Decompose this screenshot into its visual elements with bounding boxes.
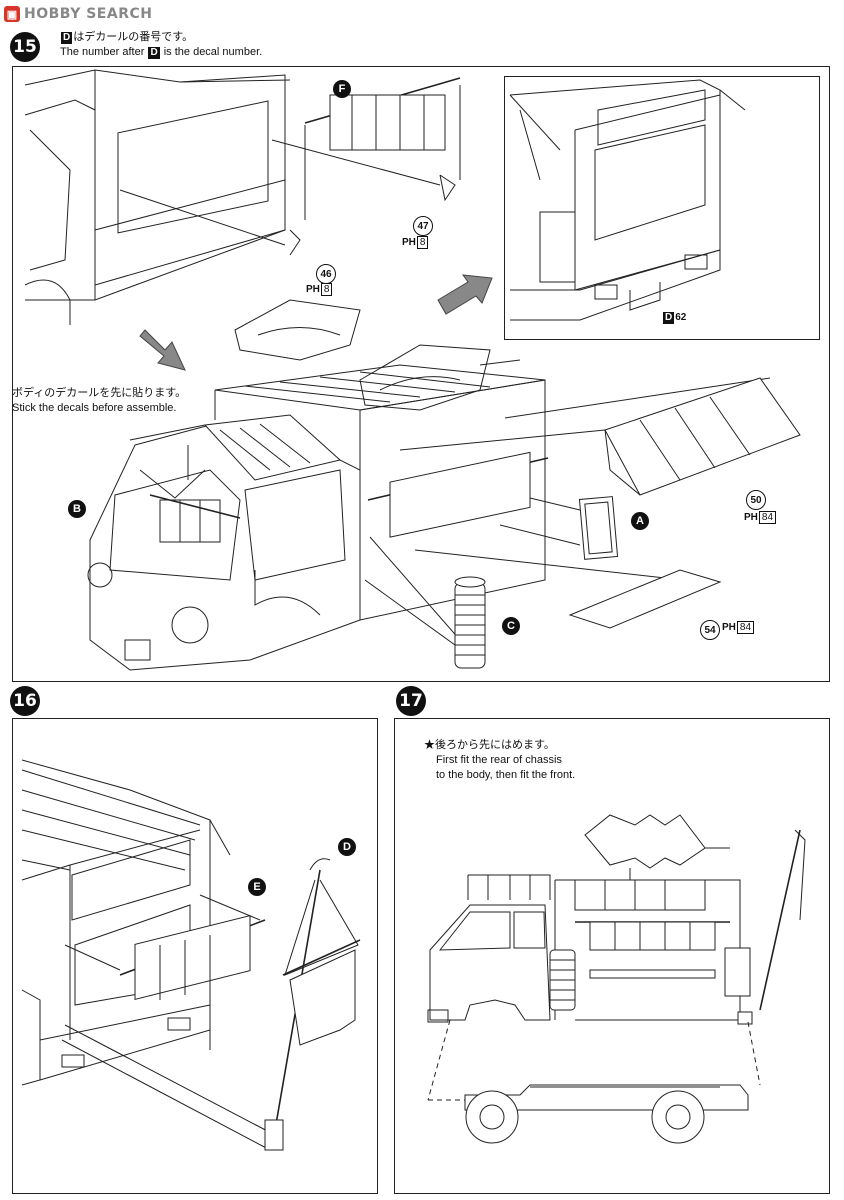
step16-drawing: [21, 759, 361, 1151]
part-a-marker: A: [631, 512, 649, 530]
step-16-number: 16: [10, 686, 40, 716]
part-b-marker: B: [68, 500, 86, 518]
inset-truck-drawing: [509, 79, 746, 321]
part-e-marker: E: [248, 878, 266, 896]
part-54-number: 54: [700, 620, 720, 640]
step-17-number: 17: [396, 686, 426, 716]
part-f-marker: F: [333, 80, 351, 98]
arrow-to-inset: [437, 274, 493, 315]
step-15-number: 15: [10, 32, 40, 62]
note-jp: はデカールの番号です。: [73, 31, 194, 43]
step15-van-rear-drawing: [24, 69, 291, 325]
site-logo: HOBBY SEARCH: [24, 6, 153, 22]
arrow-down-left: [139, 329, 186, 371]
part-50-number: 50: [746, 490, 766, 510]
step-17-note: ★後ろから先にはめます。 First fit the rear of chass…: [424, 739, 576, 781]
logo-icon: ▣: [4, 6, 20, 22]
part-46-number: 46: [316, 264, 336, 284]
part-d-marker: D: [338, 838, 356, 856]
step15-hooks: [119, 77, 461, 256]
inset-detail-panel: [504, 76, 820, 340]
step15-main-truck: [87, 299, 801, 671]
step17-drawing: [427, 814, 806, 1144]
body-decal-note: ボディのデカールを先に貼ります。 Stick the decals before…: [12, 387, 187, 414]
part-c-marker: C: [502, 617, 520, 635]
decal-d-box: D: [61, 32, 73, 44]
part-47-number: 47: [413, 216, 433, 236]
site-header: ▣ HOBBY SEARCH: [4, 4, 152, 24]
